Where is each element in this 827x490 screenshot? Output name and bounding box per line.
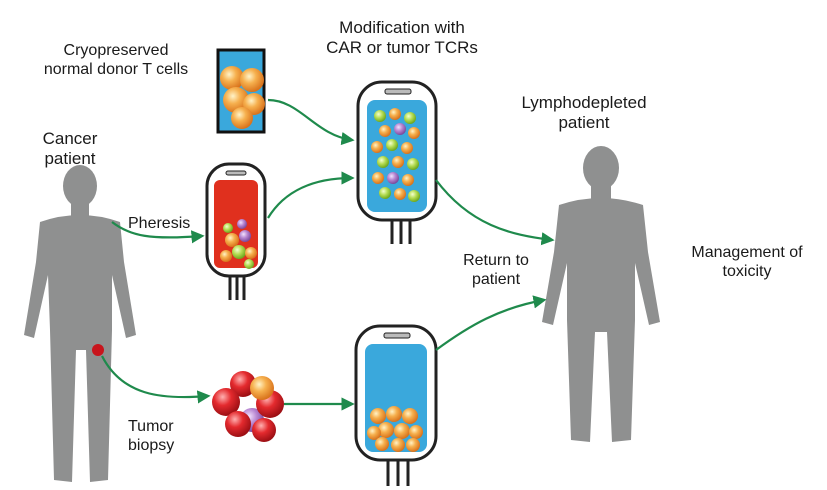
pheresis-bag	[205, 162, 267, 300]
lymphodepleted-label-line2: patient	[558, 113, 610, 133]
modification-label: Modification with CAR or tumor TCRs	[302, 18, 502, 58]
tumor-biopsy-label-line1: Tumor	[128, 418, 174, 435]
cancer-patient-label-line2: patient	[44, 149, 96, 169]
lymphodepleted-patient-silhouette	[542, 146, 660, 442]
tumor-biopsy-label-line2: biopsy	[128, 436, 175, 454]
cryopreserved-label: Cryopreserved normal donor T cells	[16, 42, 216, 80]
modification-label-line1: Modification with	[339, 18, 465, 37]
arrow-modification-to-patient	[435, 179, 555, 246]
cryopreserved-cells-box	[216, 48, 266, 134]
return-label-line2: patient	[471, 270, 521, 288]
return-label-line1: Return to	[463, 252, 529, 269]
tumor-spot	[92, 344, 104, 356]
expansion-bag	[354, 324, 438, 486]
tumor-cluster	[212, 371, 284, 442]
modification-bag	[356, 80, 438, 244]
tumor-biopsy-label: Tumor biopsy	[128, 418, 198, 456]
arrow-tumor-spot-to-cluster	[101, 355, 211, 404]
arrow-pheresis-to-modification	[267, 171, 355, 219]
modification-label-line2: CAR or tumor TCRs	[326, 38, 478, 58]
cancer-patient-label-line1: Cancer	[42, 129, 98, 148]
cryopreserved-label-line2: normal donor T cells	[43, 60, 189, 78]
return-label: Return to patient	[446, 252, 546, 290]
arrow-expansion-to-patient	[435, 295, 547, 351]
cancer-patient-silhouette	[24, 165, 136, 482]
cryopreserved-label-line1: Cryopreserved	[63, 42, 169, 59]
management-label-line1: Management of	[691, 244, 803, 261]
cancer-patient-label: Cancer patient	[20, 129, 120, 169]
management-label: Management of toxicity	[672, 244, 822, 282]
lymphodepleted-label-line1: Lymphodepleted	[521, 93, 647, 112]
management-label-line2: toxicity	[722, 262, 772, 280]
lymphodepleted-label: Lymphodepleted patient	[504, 93, 664, 133]
arrow-cancer-to-pheresis	[111, 221, 205, 244]
pheresis-label: Pheresis	[128, 215, 191, 232]
arrow-cryo-to-modification	[267, 98, 355, 146]
